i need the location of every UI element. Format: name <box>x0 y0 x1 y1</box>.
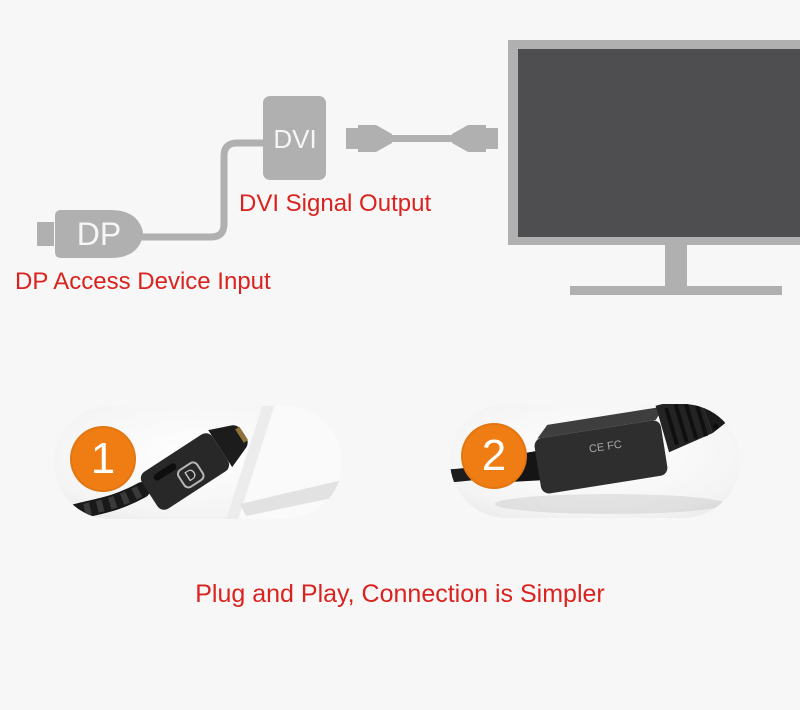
step-photo-dp-plug: D 1 <box>54 406 342 519</box>
dvi-head-ridges <box>664 404 708 446</box>
adapter-body <box>534 420 668 494</box>
cable-left-tip <box>346 128 358 149</box>
dvi-output-label: DVI Signal Output <box>239 190 432 217</box>
dp-to-dvi-cable <box>142 139 263 241</box>
adapter-top-face <box>537 406 664 439</box>
monitor-stand-neck <box>665 245 687 287</box>
cable-right-plug <box>452 125 486 152</box>
monitor-screen <box>518 49 800 237</box>
slogan-text: Plug and Play, Connection is Simpler <box>195 580 605 608</box>
step-photo-dvi-adapter: CE FC 2 <box>450 404 740 518</box>
connection-diagram: DP DVI <box>37 40 800 295</box>
dp-cable-photo <box>54 482 150 519</box>
dvi-screw-bottom <box>712 423 719 430</box>
dp-input-label: DP Access Device Input <box>15 268 271 295</box>
dp-connector-photo: D <box>140 425 249 510</box>
step-1-badge: 1 <box>70 426 136 492</box>
cable-right-tip <box>486 128 498 149</box>
white-device-shade <box>240 480 342 516</box>
white-device-edge <box>226 406 275 519</box>
dvi-head-end <box>698 404 726 434</box>
dp-connector-body <box>140 433 230 510</box>
dvi-box-label: DVI <box>273 124 316 154</box>
dp-plug-tip <box>37 222 54 246</box>
cable-wire <box>390 135 454 142</box>
dp-logo-frame <box>176 461 205 489</box>
monitor-stand-base <box>570 286 782 295</box>
cable-left-plug <box>358 125 392 152</box>
adapter-markings: CE FC <box>588 439 623 456</box>
dvi-box-icon: DVI <box>263 96 326 180</box>
dp-plug-label: DP <box>77 216 121 252</box>
dvi-to-monitor-cable-icon <box>346 125 498 152</box>
dp-plug-icon: DP <box>37 210 143 258</box>
dp-connector-gold-tip <box>235 426 249 443</box>
dvi-screw-top <box>711 405 718 412</box>
step-2-badge: 2 <box>461 423 527 489</box>
dvi-box-body <box>263 96 326 180</box>
dp-connector-head <box>208 425 248 468</box>
dp-plug-body <box>55 210 143 258</box>
dp-connector-slot <box>153 463 177 481</box>
adapter-shadow <box>495 494 725 514</box>
adapter-body-group: CE FC <box>534 404 726 494</box>
monitor-icon <box>508 40 800 295</box>
